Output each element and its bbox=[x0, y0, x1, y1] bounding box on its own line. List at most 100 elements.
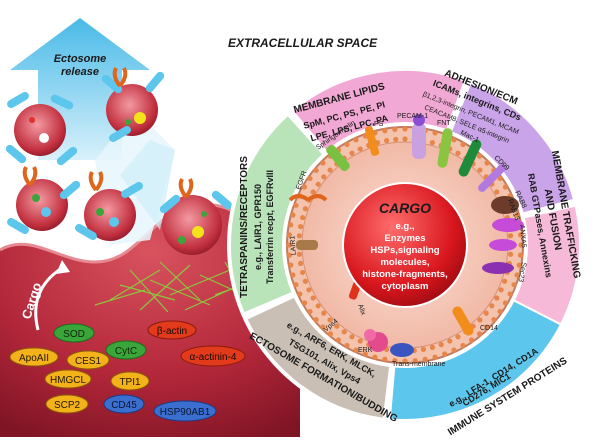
vesicle-4[interactable] bbox=[74, 171, 145, 241]
vesicle-1[interactable] bbox=[4, 91, 79, 167]
lipid-head bbox=[306, 287, 312, 293]
lipid-head bbox=[497, 308, 503, 315]
lipid-head bbox=[514, 272, 520, 278]
cargo-pill-label: CES1 bbox=[75, 356, 102, 367]
lipid-head bbox=[315, 303, 321, 309]
lipid-head bbox=[460, 342, 466, 349]
cargo-pill-label: TPI1 bbox=[119, 377, 141, 388]
lipid-head bbox=[402, 126, 408, 132]
lipid-head bbox=[517, 232, 524, 238]
lipid-head bbox=[442, 351, 448, 357]
lipid-head bbox=[511, 282, 517, 288]
lipid-head bbox=[429, 140, 436, 146]
lipid-head bbox=[468, 337, 475, 343]
lipid-head bbox=[432, 130, 438, 136]
cargo-pill-label: β-actin bbox=[157, 326, 187, 337]
cargo-pill-beta-actin[interactable]: β-actin bbox=[147, 320, 197, 340]
lipid-head bbox=[362, 351, 368, 357]
lipid-head bbox=[412, 357, 418, 364]
lipid-head bbox=[334, 323, 340, 329]
cargo-pill-apoaii[interactable]: ApoAII bbox=[9, 347, 59, 367]
sector-line: Transferrin recpt, EGFRvIII bbox=[265, 170, 275, 284]
cargo-pill-cytc[interactable]: CytC bbox=[105, 340, 147, 360]
sector-title: TETRASPANINS/RECEPTORS bbox=[239, 156, 250, 298]
cargo-pill-hmgcl[interactable]: HMGCL bbox=[44, 369, 92, 389]
lipid-head bbox=[477, 167, 483, 173]
cargo-pill-label: ApoAII bbox=[19, 353, 49, 364]
lipid-head bbox=[422, 356, 428, 362]
cargo-arrow bbox=[34, 266, 63, 331]
cargo-pill-label: CD45 bbox=[111, 400, 137, 411]
sector-bg-tetraspanins bbox=[229, 113, 325, 315]
lipid-head bbox=[310, 295, 316, 301]
sector-ring bbox=[229, 69, 581, 421]
lipid-head bbox=[288, 222, 294, 228]
cargo-pill-label: SCP2 bbox=[54, 400, 81, 411]
lipid-head bbox=[460, 141, 466, 148]
lipid-head bbox=[357, 338, 363, 344]
lipid-head bbox=[297, 291, 303, 297]
lipid-head bbox=[451, 347, 457, 353]
cargo-line-2: Enzymes bbox=[384, 233, 425, 244]
lipid-head bbox=[477, 317, 483, 323]
cargo-pill-cd45[interactable]: CD45 bbox=[103, 394, 145, 414]
sector-bg-formation bbox=[245, 295, 392, 420]
lipid-head bbox=[402, 136, 408, 142]
vesicle-3[interactable] bbox=[6, 166, 82, 235]
lipid-head bbox=[307, 175, 313, 182]
lipid-head bbox=[327, 331, 334, 337]
lipid-head bbox=[497, 175, 503, 182]
label-erk: ERK bbox=[358, 347, 373, 354]
cargo-pill-sod[interactable]: SOD bbox=[53, 323, 95, 343]
lipid-head bbox=[357, 146, 363, 152]
lipid-head bbox=[489, 303, 495, 309]
sector-tetraspanins[interactable]: TETRASPANINS/RECEPTORS e.g., LAIR1, GPR1… bbox=[239, 156, 275, 298]
lipid-head bbox=[300, 269, 306, 276]
lipid-head bbox=[382, 356, 388, 362]
lipid-head bbox=[392, 357, 398, 364]
lipid-head bbox=[507, 251, 514, 257]
lipid-head bbox=[320, 160, 326, 166]
cargo-pill-tpi1[interactable]: TPI1 bbox=[110, 371, 150, 391]
lipid-head bbox=[301, 300, 308, 306]
budding-vesicle[interactable] bbox=[158, 178, 234, 255]
vesicle-2[interactable] bbox=[100, 67, 166, 143]
ectosome-label-1: Ectosome bbox=[54, 53, 107, 65]
lipid-head bbox=[518, 242, 524, 248]
cargo-line-6: cytoplasm bbox=[382, 281, 429, 292]
lipid-head bbox=[290, 272, 296, 278]
cargo-pill-hsp90ab1[interactable]: HSP90AB1 bbox=[153, 400, 217, 422]
cargo-line-4: molecules, bbox=[380, 257, 429, 268]
lipid-head bbox=[293, 282, 299, 288]
lipid-head bbox=[402, 358, 408, 364]
lipid-head bbox=[507, 233, 514, 239]
lipid-head bbox=[298, 223, 304, 230]
lipid-head bbox=[286, 252, 293, 258]
cargo-heading: CARGO bbox=[379, 200, 431, 216]
cargo-pill-scp2[interactable]: SCP2 bbox=[45, 394, 89, 414]
lipid-head bbox=[447, 338, 453, 344]
cargo-pill-label: SOD bbox=[63, 329, 85, 340]
lipid-head bbox=[286, 242, 292, 248]
cargo-core[interactable] bbox=[342, 182, 468, 308]
lipid-head bbox=[300, 214, 306, 221]
cargo-pill-ces1[interactable]: CES1 bbox=[66, 350, 110, 370]
diagram-title: EXTRACELLULAR SPACE bbox=[228, 36, 378, 50]
ectosome-label-2: release bbox=[61, 66, 99, 78]
cargo-pill-alpha-actinin-4[interactable]: α-actinin-4 bbox=[180, 345, 246, 367]
lipid-head bbox=[327, 167, 333, 173]
lipid-head bbox=[293, 202, 299, 208]
lipid-head bbox=[315, 181, 321, 187]
lipid-head bbox=[344, 342, 350, 349]
lipid-head bbox=[301, 184, 308, 190]
lipid-head bbox=[302, 278, 308, 284]
lipid-head bbox=[507, 291, 513, 297]
cargo-line-1: e.g., bbox=[395, 221, 414, 232]
cargo-pill-label: CytC bbox=[115, 346, 137, 357]
lipid-head bbox=[349, 150, 355, 156]
lipid-head bbox=[476, 331, 483, 337]
lipid-head bbox=[321, 310, 327, 316]
lipid-head bbox=[494, 189, 500, 195]
lipid-head bbox=[302, 206, 308, 212]
